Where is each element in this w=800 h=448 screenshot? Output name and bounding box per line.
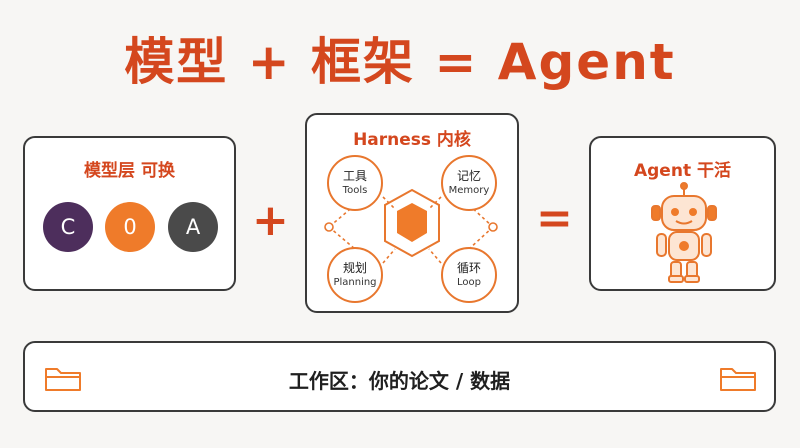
harness-panel: Harness 内核 工具 Tools 记忆 Memory 规划 Plannin… <box>305 113 519 313</box>
workspace-text: 工作区：你的论文 / 数据 <box>288 369 511 393</box>
hexagon-core-icon <box>384 188 440 258</box>
workspace-bar: 工作区：你的论文 / 数据 <box>23 341 776 412</box>
title-plus: + <box>247 33 292 91</box>
node-tools-zh: 工具 <box>342 169 367 183</box>
model-circle-a: A <box>168 202 218 252</box>
node-tools-en: Tools <box>342 185 368 196</box>
folder-icon-left <box>45 368 81 391</box>
node-planning-zh: 规划 <box>342 261 367 275</box>
model-circle-c: C <box>43 202 93 252</box>
node-loop-zh: 循环 <box>456 261 481 275</box>
title-equals: = <box>434 33 479 91</box>
equals-operator: = <box>536 193 573 244</box>
node-planning-en: Planning <box>333 277 377 288</box>
harness-panel-title: Harness 内核 <box>353 130 471 150</box>
models-panel: 模型层 可换 C 0 A <box>23 136 236 291</box>
model-circle-0: 0 <box>105 202 155 252</box>
title-framework: 框架 <box>311 33 416 91</box>
folder-icon-right <box>720 368 756 391</box>
node-memory-en: Memory <box>448 185 490 196</box>
page-title: 模型 + 框架 = Agent <box>0 22 800 94</box>
node-tools: 工具 Tools <box>327 155 383 211</box>
models-panel-title: 模型层 可换 <box>84 161 175 181</box>
robot-icon <box>651 182 717 283</box>
agent-panel: Agent 干活 <box>589 136 776 291</box>
node-loop: 循环 Loop <box>441 247 497 303</box>
agent-panel-title: Agent 干活 <box>633 161 731 181</box>
node-memory: 记忆 Memory <box>441 155 497 211</box>
title-model: 模型 <box>124 33 229 91</box>
node-planning: 规划 Planning <box>327 247 383 303</box>
node-loop-en: Loop <box>457 277 481 288</box>
node-memory-zh: 记忆 <box>456 169 481 183</box>
title-agent: Agent <box>497 33 676 91</box>
harness-connectors <box>324 188 498 264</box>
plus-operator: + <box>252 195 289 246</box>
